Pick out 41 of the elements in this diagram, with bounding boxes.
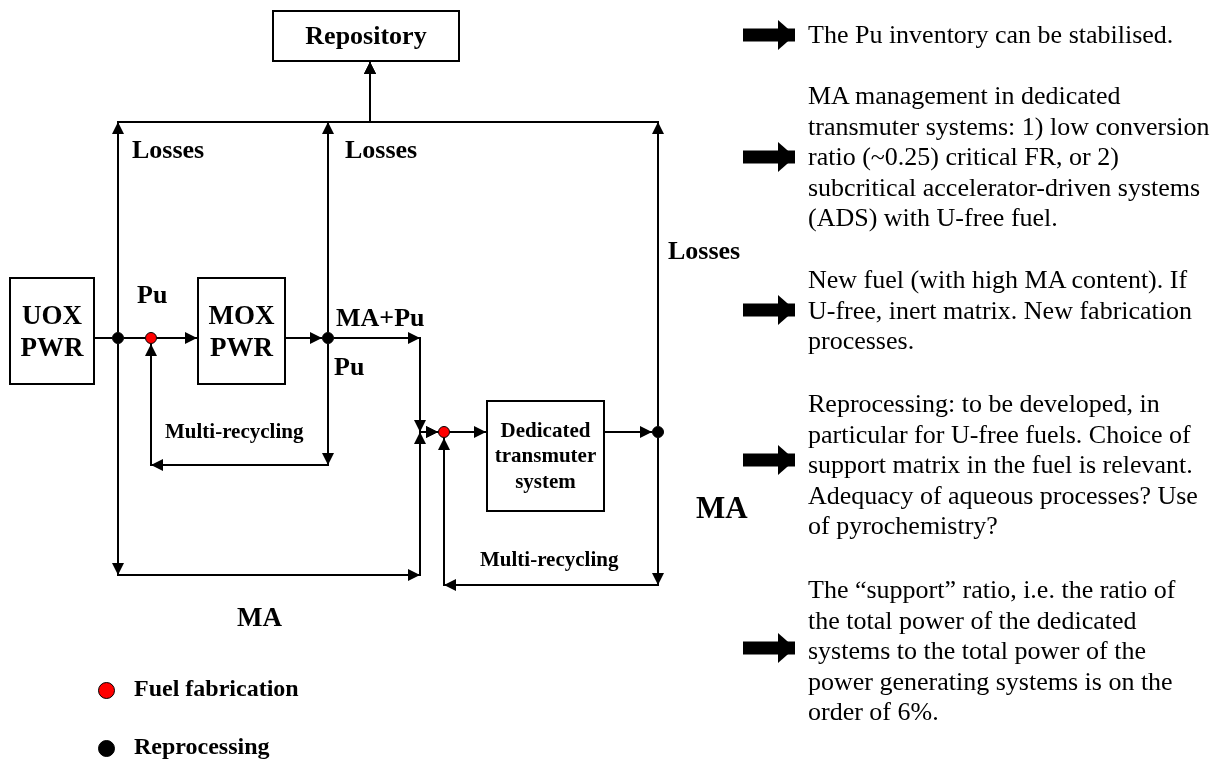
loop-label: Multi-recycling [480,547,619,572]
note-text: MA management in dedicated transmuter systems: 1) low conversion ratio (~0.25) critical FR, or 2) subcritical accelerator-driven systems (ADS) with U-free fuel. [795,81,1213,234]
block-arrow [743,445,795,475]
arrow [449,426,487,438]
arrow [364,61,664,427]
edge-label: MA [696,490,748,526]
arrow [604,426,653,438]
block-arrow [743,295,795,325]
edge-label: MA [237,602,282,633]
transmuter-box: Dedicated transmuter system [486,400,605,512]
legend-text: Reprocessing [134,733,270,760]
edge-label: MA+Pu [336,303,425,333]
junction-dot [112,332,124,344]
arrow [145,343,334,471]
edge-label: Losses [345,135,418,165]
arrow [156,332,198,344]
arrow [112,343,439,581]
junction-dot [438,426,450,438]
note-text: The “support” ratio, i.e. the ratio of the total power of the dedicated systems to the total power of the power generating systems is on the order of 6%. [795,575,1213,728]
note-text: Reprocessing: to be developed, in particular for U-free fuels. Choice of support matrix in the fuel is relevant. Adequacy of aqueous processes? Use of pyrochemistry? [795,389,1213,542]
junction-dot [145,332,157,344]
edge-label: Pu [137,280,168,310]
junction-dot [322,332,334,344]
edge-label: Losses [668,236,741,266]
legend-text: Fuel fabrication [134,675,299,702]
block-arrow [743,633,795,663]
loop-label: Multi-recycling [165,419,304,444]
arrow [438,437,664,591]
connector-line [94,337,113,339]
edge-label: Pu [334,352,365,382]
note-text: The Pu inventory can be stabilised. [795,20,1213,51]
junction-dot [652,426,664,438]
note-text: New fuel (with high MA content). If U-free, inert matrix. New fabrication processes. [795,265,1213,357]
edge-label: Losses [132,135,205,165]
block-arrow [743,20,795,50]
connector-line [123,337,146,339]
block-arrow [743,142,795,172]
reactor-box: MOX PWR [197,277,286,385]
repository-box: Repository [272,10,460,62]
arrow [285,332,323,344]
reactor-box: UOX PWR [9,277,95,385]
